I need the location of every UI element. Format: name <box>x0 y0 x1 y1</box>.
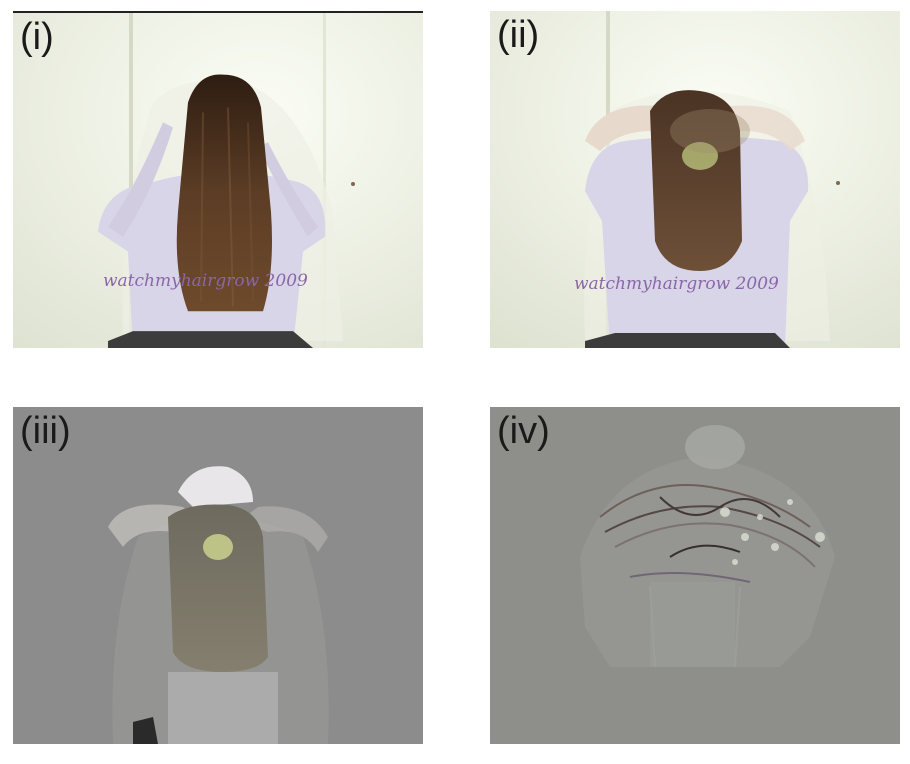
watermark-text: watchmyhairgrow 2009 <box>574 274 779 294</box>
panel-label: (ii) <box>497 14 540 56</box>
difference-panel-iv: (iv) <box>490 407 900 744</box>
difference-image <box>13 407 423 744</box>
panel-label: (iii) <box>20 410 71 452</box>
frame-image-motion <box>490 11 900 348</box>
video-frame-panel-ii: (ii) watchmyhairgrow 2009 <box>490 11 900 348</box>
video-frame-panel-i: (i) watchmyhairgrow 2009 <box>13 11 423 348</box>
watermark-text: watchmyhairgrow 2009 <box>103 271 308 291</box>
motion-edge-image <box>490 407 900 744</box>
frame-image-original <box>13 13 423 348</box>
panel-label: (i) <box>20 16 54 58</box>
panel-label: (iv) <box>497 410 550 452</box>
difference-panel-iii: (iii) <box>13 407 423 744</box>
